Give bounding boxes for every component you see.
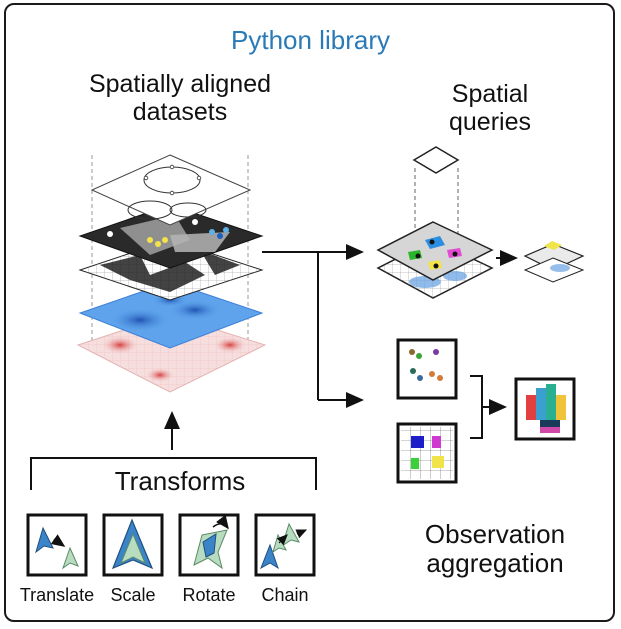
- flow-arrows: [262, 244, 364, 408]
- transforms-label: Transforms: [114, 466, 246, 496]
- rotate-label: Rotate: [182, 585, 236, 605]
- labels-grid-layer: [78, 239, 264, 301]
- layer-stack: [76, 154, 267, 393]
- translate-icon: [26, 513, 88, 577]
- points-panel: [396, 338, 458, 400]
- chain-label: Chain: [261, 585, 309, 605]
- shapes-points-layer: [78, 204, 264, 269]
- rotate-icon: [178, 513, 240, 577]
- outline-layer: [90, 154, 252, 226]
- scale-icon: [102, 513, 164, 577]
- translate-label: Translate: [19, 585, 95, 605]
- page-title: Python library: [231, 25, 390, 55]
- transforms-bracket: [30, 457, 317, 490]
- query-box: [412, 146, 460, 174]
- spatial-query-diagram: [376, 146, 585, 299]
- chain-icon: [254, 513, 316, 577]
- aggregation-diagram: [396, 338, 576, 484]
- scale-label: Scale: [110, 585, 156, 605]
